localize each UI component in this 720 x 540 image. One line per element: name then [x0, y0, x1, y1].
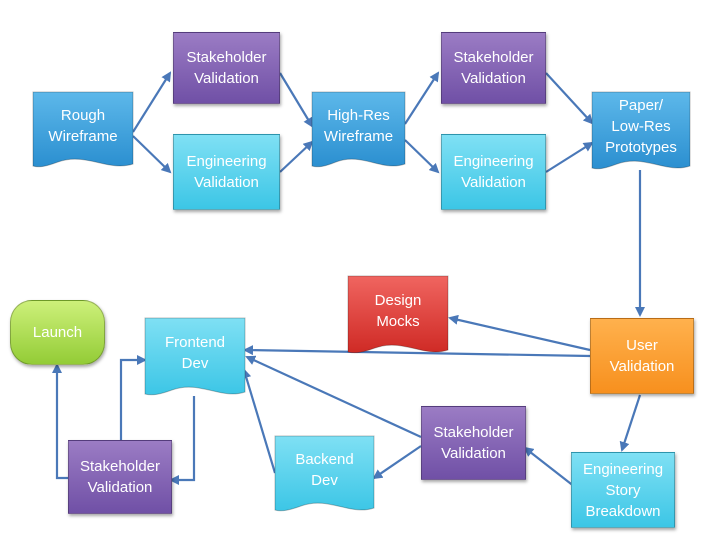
arrow-rough-to-engineering-1 [132, 135, 172, 174]
node-label-line: Stakeholder [453, 49, 534, 66]
node-label-line: Low-Res [611, 118, 671, 135]
arrow-highres-to-engineering-2 [404, 139, 440, 174]
node-label-line: User [626, 337, 658, 354]
node-label-line: Validation [194, 70, 259, 87]
node-label-line: Rough [60, 106, 106, 124]
arrow-user-validation-to-frontend [243, 345, 591, 358]
arrow-stakeholder-2-to-paper [545, 72, 594, 125]
shape-high-res-wireframe [311, 91, 406, 168]
node-label-line: Engineering [582, 460, 664, 478]
shape-paper-prototypes [591, 91, 691, 170]
node-label-line: Launch [32, 324, 83, 341]
shape-rough-wireframe [32, 91, 134, 168]
node-label-line: Wireframe [323, 127, 394, 145]
arrow-user-validation-to-design-mocks [448, 314, 591, 352]
node-label-line: Validation [194, 174, 259, 191]
node-label-line: Frontend [164, 333, 226, 351]
shape-backend-dev [274, 435, 375, 512]
node-label-line: Stakeholder [186, 49, 267, 66]
arrow-stakeholder-3-to-backend [372, 445, 422, 480]
arrow-stakeholder-3-to-frontend [245, 355, 422, 438]
node-label-line: Prototypes [605, 139, 677, 156]
document-shapes [32, 91, 691, 512]
arrow-stakeholder-4-to-launch [52, 363, 70, 480]
node-label-line: Stakeholder [433, 424, 514, 441]
node-label-line: Validation [441, 445, 506, 462]
node-label-line: Paper/ [618, 97, 664, 114]
arrow-engineering-story-to-stakeholder-3 [523, 446, 576, 488]
arrow-highres-to-stakeholder-2 [404, 71, 440, 125]
node-label-line: Breakdown [585, 502, 661, 520]
node-label-line: Story [605, 481, 641, 499]
arrow-stakeholder-4-to-frontend [119, 355, 147, 440]
node-label-line: Engineering [186, 153, 267, 170]
node-label-line: High-Res [327, 106, 390, 124]
node-label-line: Dev [181, 354, 209, 372]
node-label-line: Engineering [453, 153, 534, 170]
shape-frontend-dev [144, 317, 246, 396]
node-label-line: Validation [87, 479, 153, 496]
connectors [52, 71, 645, 488]
node-label-line: Stakeholder [79, 458, 161, 475]
node-label-line: Design [374, 291, 422, 309]
arrow-rough-to-stakeholder-1 [132, 71, 172, 133]
shape-design-mocks [347, 275, 449, 354]
arrow-frontend-to-stakeholder-4 [169, 396, 196, 485]
node-label-line: Validation [609, 358, 675, 375]
node-label-line: Wireframe [48, 127, 118, 145]
arrow-engineering-2-to-paper [545, 141, 594, 173]
node-label-line: Validation [461, 70, 526, 87]
arrow-engineering-1-to-highres [279, 140, 314, 173]
node-launch[interactable]: Launch [10, 300, 105, 365]
node-label-line: Backend [295, 450, 354, 468]
node-label-line: Mocks [376, 312, 420, 330]
arrow-user-validation-to-engineering-story [619, 394, 642, 452]
arrow-stakeholder-1-to-highres [279, 72, 314, 128]
arrow-backend-to-frontend [241, 368, 277, 474]
node-label-line: Validation [461, 174, 526, 191]
node-label-line: Dev [311, 471, 338, 489]
